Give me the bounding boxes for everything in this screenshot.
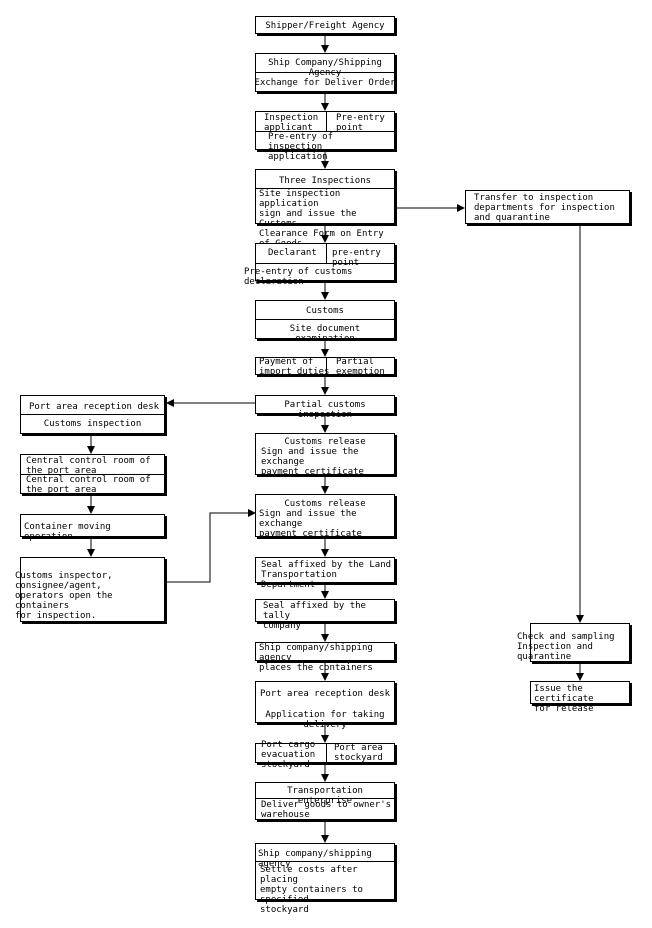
three-inspections-sub: Site inspection application sign and iss… xyxy=(259,189,384,249)
ship-company-places-box: Ship company/shipping agency places the … xyxy=(255,642,395,673)
ship-company-sub: Exchange for Deliver Order xyxy=(254,78,396,88)
customs-inspector-box: Customs inspector, consignee/agent, oper… xyxy=(15,557,165,622)
divider xyxy=(256,319,394,320)
divider xyxy=(21,474,164,475)
customs-release-1-box: Customs release Sign and issue the excha… xyxy=(255,433,395,477)
divider xyxy=(256,263,394,264)
partial-exemption-label: Partial exemption xyxy=(336,357,385,377)
pre-entry-customs-label: Pre-entry of customs declaration xyxy=(244,267,353,287)
inspection-applicant-label: Inspection applicant xyxy=(264,113,319,133)
transfer-inspection-label: Transfer to inspection departments for i… xyxy=(474,193,615,223)
customs-release-1-title: Customs release xyxy=(284,437,366,447)
seal-tally-box: Seal affixed by the tally company xyxy=(255,599,395,631)
divider xyxy=(256,188,394,189)
transport-sub: Deliver goods to owner's warehouse xyxy=(261,800,392,820)
arrow-inspector-to-release2 xyxy=(165,509,256,583)
customs-sub: Site document examination xyxy=(289,324,361,344)
port-area-stockyard-label: Port area stockyard xyxy=(334,743,383,763)
customs-title: Customs xyxy=(306,306,344,316)
port-cargo-box: Port cargo evacuation stockyard Port are… xyxy=(255,740,395,770)
transport-box: Transportation enterprise Deliver goods … xyxy=(255,782,395,820)
customs-release-2-box: Customs release Sign and issue the excha… xyxy=(255,494,395,539)
seal-land-label: Seal affixed by the Land Transportation … xyxy=(261,560,392,590)
check-sampling-label: Check and sampling Inspection and quaran… xyxy=(517,632,615,662)
divider xyxy=(326,112,327,131)
seal-tally-label: Seal affixed by the tally company xyxy=(263,601,366,631)
pre-entry-inspection-label: Pre-entry of inspection application xyxy=(268,132,334,162)
divider xyxy=(326,244,327,263)
inspection-pre-entry-box: Inspection applicant Pre-entry point Pre… xyxy=(255,111,395,162)
divider xyxy=(256,131,394,132)
central-control-2-label: Central control room of the port area xyxy=(26,475,151,495)
issue-certificate-label: Issue the certificate for release xyxy=(534,684,594,714)
partial-customs-label: Partial customs inspection xyxy=(284,400,366,420)
seal-land-box: Seal affixed by the Land Transportation … xyxy=(255,557,395,590)
payment-duties-label: Payment of import duties xyxy=(259,357,330,377)
customs-release-2-sub: Sign and issue the exchange payment cert… xyxy=(259,509,362,539)
transport-title: Transportation enterprise xyxy=(287,786,363,806)
check-sampling-box: Check and sampling Inspection and quaran… xyxy=(517,623,630,662)
port-reception-sub: Customs inspection xyxy=(43,419,142,429)
central-control-1-label: Central control room of the port area xyxy=(26,456,151,476)
customs-release-2-title: Customs release xyxy=(284,499,366,509)
container-moving-box: Container moving operation xyxy=(20,514,165,542)
divider xyxy=(256,861,394,862)
central-control-box: Central control room of the port area Ce… xyxy=(20,454,165,495)
port-cargo-evacuation-label: Port cargo evacuation stockyard xyxy=(261,740,316,770)
divider xyxy=(326,358,327,376)
port-reception-title: Port area reception desk xyxy=(29,402,160,412)
ship-company-places-label: Ship company/shipping agency places the … xyxy=(259,643,373,673)
customs-box: Customs Site document examination xyxy=(255,300,395,344)
port-reception-2-box: Port area reception desk Application for… xyxy=(255,681,395,730)
payment-box: Payment of import duties Partial exempti… xyxy=(255,357,395,377)
declarant-box: Declarant pre-entry point Pre-entry of c… xyxy=(244,243,395,287)
divider xyxy=(256,72,394,73)
customs-release-1-sub: Sign and issue the exchange payment cert… xyxy=(261,447,364,477)
port-reception-box: Port area reception desk Customs inspect… xyxy=(20,395,165,434)
divider xyxy=(326,744,327,764)
pre-entry-point-label: Pre-entry point xyxy=(336,113,385,133)
divider xyxy=(21,414,164,415)
transfer-inspection-box: Transfer to inspection departments for i… xyxy=(465,190,630,224)
declarant-label: Declarant xyxy=(268,248,317,258)
port-reception-2-title: Port area reception desk xyxy=(259,689,391,699)
container-moving-label: Container moving operation xyxy=(24,522,111,542)
ship-company-final-title: Ship company/shipping agency xyxy=(258,849,372,869)
shipper-label: Shipper/Freight Agency xyxy=(265,21,385,31)
ship-company-final-box: Ship company/shipping agency Settle cost… xyxy=(255,843,395,915)
ship-company-box: Ship Company/Shipping Agency Exchange fo… xyxy=(255,53,395,92)
port-reception-2-sub: Application for taking delivery xyxy=(265,710,385,730)
ship-company-title: Ship Company/Shipping Agency xyxy=(268,58,382,78)
three-inspections-title: Three Inspections xyxy=(278,176,372,186)
ship-company-final-sub: Settle costs after placing empty contain… xyxy=(260,865,363,915)
partial-customs-box: Partial customs inspection xyxy=(255,395,395,420)
customs-inspector-label: Customs inspector, consignee/agent, oper… xyxy=(15,571,113,621)
issue-certificate-box: Issue the certificate for release xyxy=(530,681,630,714)
divider xyxy=(256,798,394,799)
shipper-box: Shipper/Freight Agency xyxy=(255,16,395,34)
three-inspections-box: Three Inspections Site inspection applic… xyxy=(255,169,395,249)
